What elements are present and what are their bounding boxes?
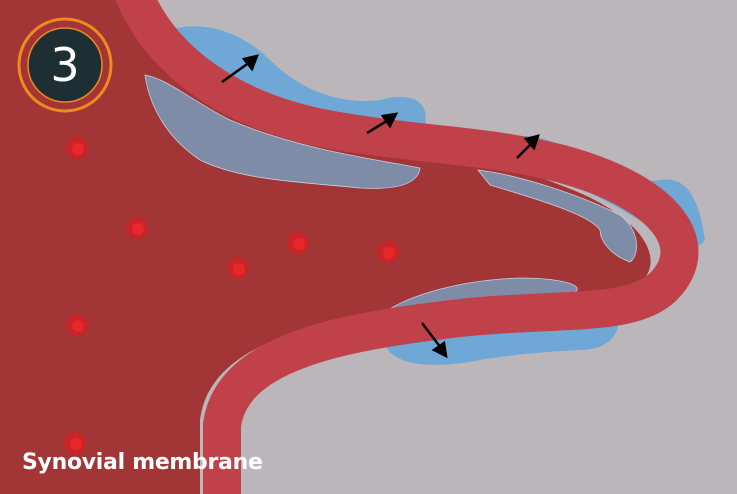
arrow-icon <box>366 112 399 135</box>
caption-label: Synovial membrane <box>22 450 263 475</box>
arrows <box>221 54 540 359</box>
blood-cell <box>66 137 88 159</box>
step-badge <box>17 17 113 113</box>
blood-cell <box>66 314 88 336</box>
step-number: 3 <box>50 38 80 92</box>
arrow-icon <box>516 134 540 159</box>
blood-cell <box>227 257 249 279</box>
blood-cell <box>64 432 86 454</box>
synovial-membrane-band <box>115 0 699 494</box>
blood-cell <box>377 241 399 263</box>
arrow-icon <box>221 54 260 84</box>
tissue-body <box>0 0 651 494</box>
arrow-icon <box>421 322 448 359</box>
blood-cell <box>287 232 309 254</box>
cartilage-patch-top <box>144 74 421 189</box>
blood-cell <box>126 217 148 239</box>
cartilage-patch-right <box>477 169 637 263</box>
blood-cells <box>64 137 399 454</box>
fluid-blob-top <box>170 26 426 145</box>
